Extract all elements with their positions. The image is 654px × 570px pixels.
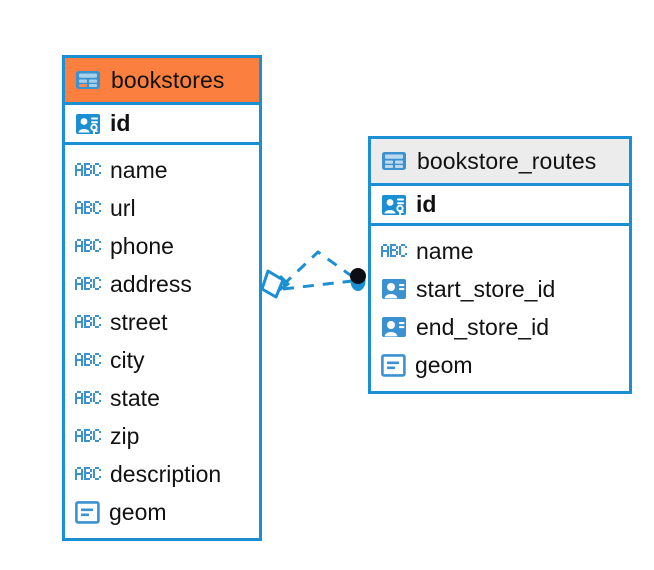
field-row-geom[interactable]: geom: [371, 346, 629, 384]
foreign-key-icon: [381, 314, 407, 340]
entity-bookstore-routes[interactable]: bookstore_routes id: [368, 136, 632, 394]
field-row-end-store-id[interactable]: end_store_id: [371, 308, 629, 346]
geometry-type-icon: [381, 353, 406, 377]
field-row-primary-key[interactable]: id: [371, 183, 629, 226]
field-label: end_store_id: [416, 313, 549, 340]
field-row-zip[interactable]: zip: [65, 417, 259, 455]
primary-key-icon: [75, 111, 101, 137]
field-label: state: [110, 384, 160, 411]
field-row-description[interactable]: description: [65, 455, 259, 493]
text-type-icon: [75, 200, 101, 216]
field-list-bookstore-routes: name start_store_id: [371, 226, 629, 391]
one-diamond-marker: [260, 269, 290, 299]
field-label: description: [110, 460, 222, 487]
field-label: id: [416, 191, 437, 217]
text-type-icon: [75, 162, 101, 178]
entity-header-bookstore-routes: bookstore_routes: [371, 139, 629, 183]
field-label: phone: [110, 232, 174, 259]
text-type-icon: [75, 390, 101, 406]
entity-title: bookstore_routes: [417, 147, 597, 174]
primary-key-icon: [381, 192, 407, 218]
entity-title: bookstores: [111, 66, 225, 93]
field-label: name: [416, 237, 474, 264]
field-label: street: [110, 308, 168, 335]
field-label: geom: [415, 351, 473, 378]
field-label: start_store_id: [416, 275, 556, 302]
text-type-icon: [75, 352, 101, 368]
many-circle-marker: [350, 268, 366, 291]
text-type-icon: [75, 428, 101, 444]
field-label: id: [110, 110, 131, 136]
field-row-name[interactable]: name: [65, 151, 259, 189]
relationship-line-upper: [281, 250, 354, 287]
field-label: city: [110, 346, 145, 373]
text-type-icon: [75, 314, 101, 330]
text-type-icon: [381, 243, 407, 259]
field-row-start-store-id[interactable]: start_store_id: [371, 270, 629, 308]
relationship-line-lower: [282, 279, 353, 291]
field-row-geom[interactable]: geom: [65, 493, 259, 531]
table-icon: [381, 151, 407, 171]
entity-bookstores[interactable]: bookstores id: [62, 55, 262, 541]
field-row-primary-key[interactable]: id: [65, 102, 259, 145]
field-label: url: [110, 194, 136, 221]
foreign-key-icon: [381, 276, 407, 302]
field-row-street[interactable]: street: [65, 303, 259, 341]
field-row-state[interactable]: state: [65, 379, 259, 417]
field-row-name[interactable]: name: [371, 232, 629, 270]
entity-header-bookstores: bookstores: [65, 58, 259, 102]
text-type-icon: [75, 466, 101, 482]
text-type-icon: [75, 238, 101, 254]
geometry-type-icon: [75, 500, 100, 524]
field-row-phone[interactable]: phone: [65, 227, 259, 265]
field-row-address[interactable]: address: [65, 265, 259, 303]
field-row-city[interactable]: city: [65, 341, 259, 379]
field-list-bookstores: name: [65, 145, 259, 538]
field-label: address: [110, 270, 192, 297]
text-type-icon: [75, 276, 101, 292]
table-icon: [75, 70, 101, 90]
field-label: geom: [109, 498, 167, 525]
field-label: name: [110, 156, 168, 183]
field-label: zip: [110, 422, 140, 449]
field-row-url[interactable]: url: [65, 189, 259, 227]
